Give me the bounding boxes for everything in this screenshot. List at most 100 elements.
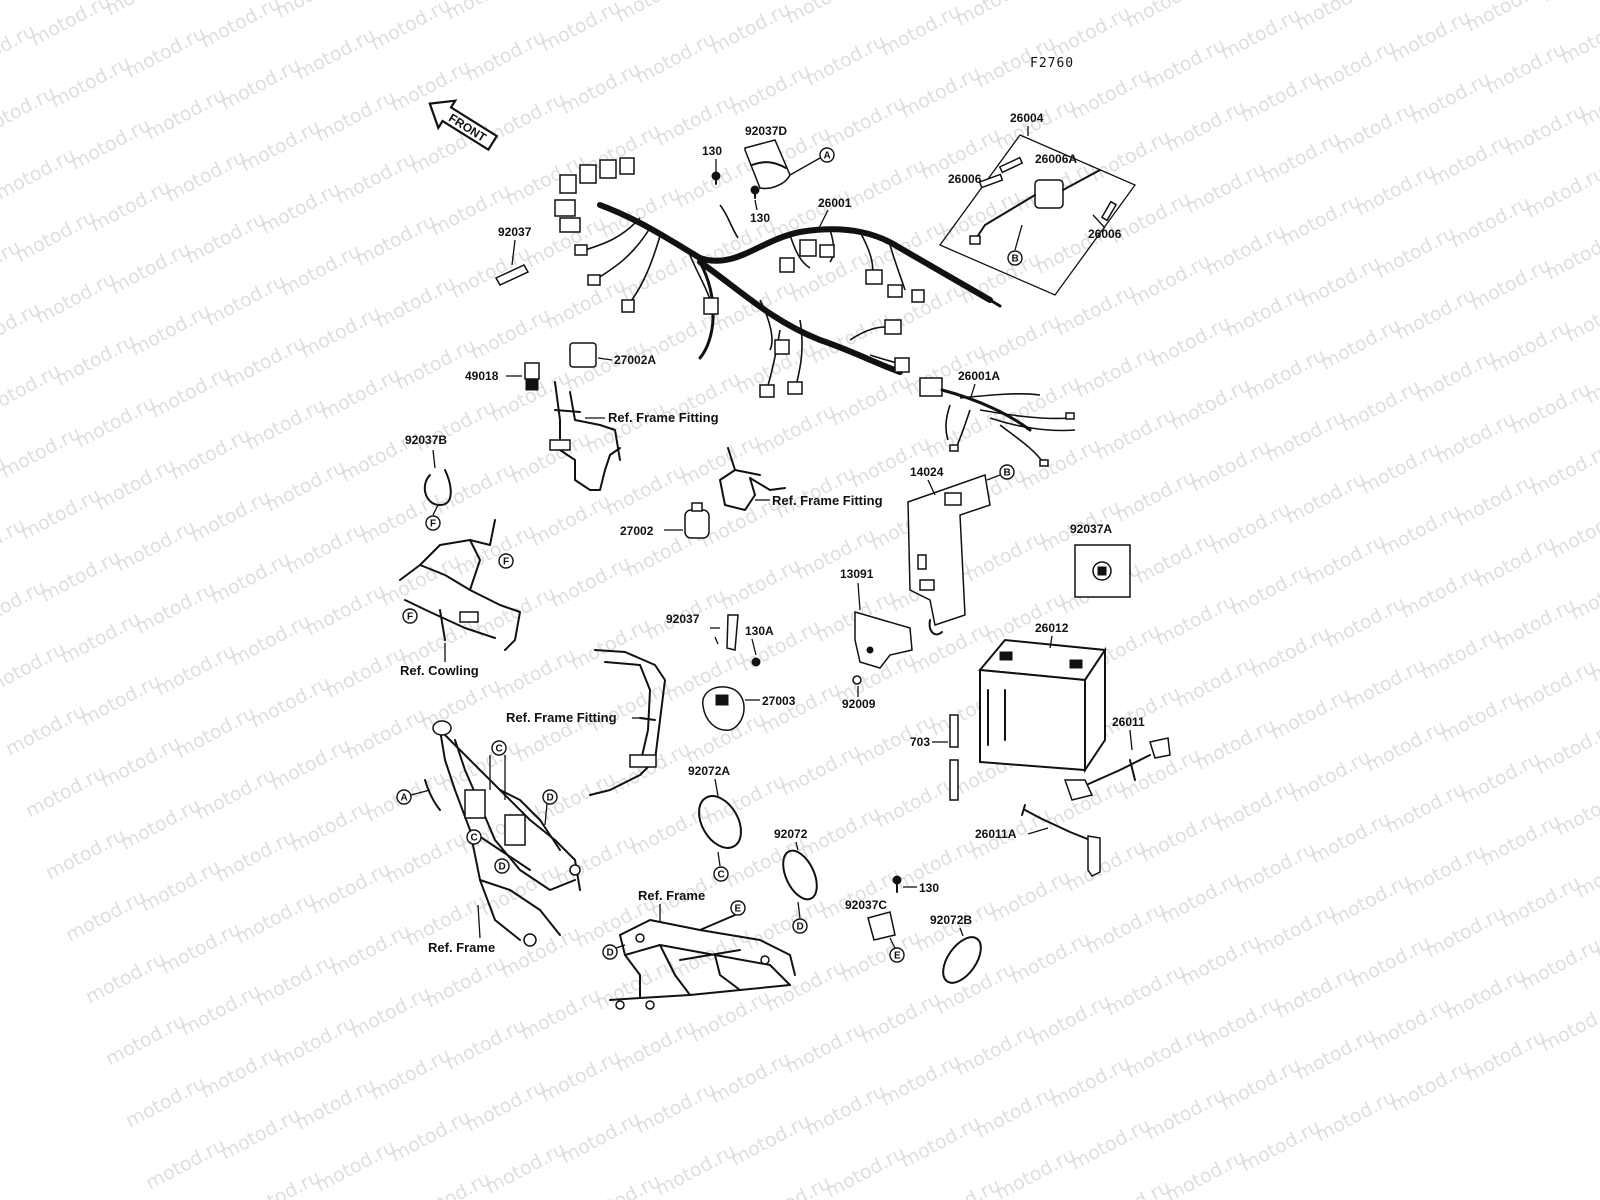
watermark-text: motod.ru [47,52,134,112]
part-92037-clamp [494,264,530,286]
watermark-text: motod.ru [537,1046,624,1106]
part-label-130A: 130A [745,624,774,638]
watermark-text: motod.ru [352,210,439,270]
watermark-text: motod.ru [1512,656,1599,716]
watermark-text: motod.ru [252,950,339,1010]
watermark-text: motod.ru [1337,376,1424,436]
watermark-text: motod.ru [217,1104,304,1164]
watermark-text: motod.ru [107,238,194,298]
svg-text:D: D [547,793,554,804]
svg-text:A: A [401,793,408,804]
watermark-text: motod.ru [407,1168,494,1200]
watermark-text: motod.ru [1082,898,1169,958]
watermark-text: motod.ru [262,456,349,516]
watermark-text: motod.ru [382,828,469,888]
watermark-text: motod.ru [1367,994,1454,1054]
marker-e-clamp: E [889,947,905,963]
watermark-text: motod.ru [822,92,909,152]
watermark-text: motod.ru [727,60,814,120]
part-label-27002: 27002 [620,524,654,538]
part-label-92072A: 92072A [688,764,730,778]
watermark-text: motod.ru [1317,314,1404,374]
watermark-text: motod.ru [722,832,809,892]
watermark-text: motod.ru [742,894,829,954]
watermark-text: motod.ru [877,0,964,60]
watermark-text: motod.ru [1212,776,1299,836]
watermark-text: motod.ru [132,578,219,638]
watermark-text: motod.ru [177,980,264,1040]
watermark-text: motod.ru [557,58,644,118]
watermark-text: motod.ru [1277,190,1364,250]
watermark-text: motod.ru [37,546,124,606]
watermark-text: motod.ru [62,886,149,946]
part-label-92072B: 92072B [930,913,972,927]
watermark-text: motod.ru [42,824,129,884]
watermark-text: motod.ru [1527,440,1600,500]
watermark-text: motod.ru [872,772,959,832]
watermark-text: motod.ru [747,1172,834,1200]
part-label-26006A: 26006A [1035,152,1077,166]
part-26001A-sub-harness [919,377,1076,467]
watermark-text: motod.ru [1492,594,1579,654]
watermark-text: motod.ru [197,1042,284,1102]
watermark-text: motod.ru [1477,810,1564,870]
marker-e-subframe: E [730,900,746,916]
watermark-text: motod.ru [1167,374,1254,434]
marker-b-cover: B [999,464,1015,480]
watermark-text: motod.ru [1387,6,1474,66]
watermark-text: motod.ru [1422,902,1509,962]
part-92072-band [782,849,818,901]
watermark-text: motod.ru [1562,286,1600,346]
watermark-text: motod.ru [952,0,1039,30]
svg-text:F: F [503,557,509,568]
watermark-text: motod.ru [112,516,199,576]
part-27002A-relay [569,342,597,368]
svg-text:B: B [1012,254,1019,265]
part-26011-cable [1063,737,1171,801]
watermark-text: motod.ru [1262,406,1349,466]
part-label-26012: 26012 [1035,621,1069,635]
watermark-text: motod.ru [1162,96,1249,156]
watermark-text: motod.ru [1137,806,1224,866]
watermark-text: motod.ru [1132,528,1219,588]
watermark-text: motod.ru [552,830,639,890]
watermark-text: motod.ru [1172,652,1259,712]
watermark-text: motod.ru [247,672,334,732]
watermark-text: motod.ru [1272,962,1359,1022]
part-label-703: 703 [910,735,930,749]
watermark-text: motod.ru [1302,530,1389,590]
part-label-13091: 13091 [840,567,874,581]
watermark-text: motod.ru [77,670,164,730]
watermark-text: motod.ru [1537,0,1600,6]
watermark-text: motod.ru [687,986,774,1046]
watermark-text: motod.ru [277,240,364,300]
ref-label-frame-fitting-2: Ref. Frame Fitting [772,493,883,508]
watermark-text: motod.ru [1282,468,1369,528]
main-frame [424,720,581,947]
watermark-text: motod.ru [367,0,454,54]
part-27002-relay [684,502,710,539]
watermark-text: motod.ru [987,866,1074,926]
watermark-text: motod.ru [1362,716,1449,776]
watermark-text: motod.ru [467,304,554,364]
watermark-text: motod.ru [272,0,359,22]
watermark-text: motod.ru [1242,344,1329,404]
watermark-text: motod.ru [307,858,394,918]
watermark-text: motod.ru [1177,930,1264,990]
watermark-text: motod.ru [857,988,944,1048]
marker-d-frame-1: D [542,789,558,805]
ref-label-cowling: Ref. Cowling [400,663,479,678]
watermark-text: motod.ru [212,826,299,886]
part-label-130-b: 130 [750,211,770,225]
marker-c-frame-1: C [491,740,507,756]
watermark-text: motod.ru [1162,1146,1249,1200]
watermark-text: motod.ru [317,364,404,424]
marker-d-band: D [792,918,808,934]
watermark-text: motod.ru [392,334,479,394]
watermark-text: motod.ru [1487,316,1574,376]
watermark-text: motod.ru [757,678,844,738]
bracket-frame-fitting-2 [719,447,786,511]
watermark-text: motod.ru [17,484,104,544]
watermark-text: motod.ru [597,182,684,242]
